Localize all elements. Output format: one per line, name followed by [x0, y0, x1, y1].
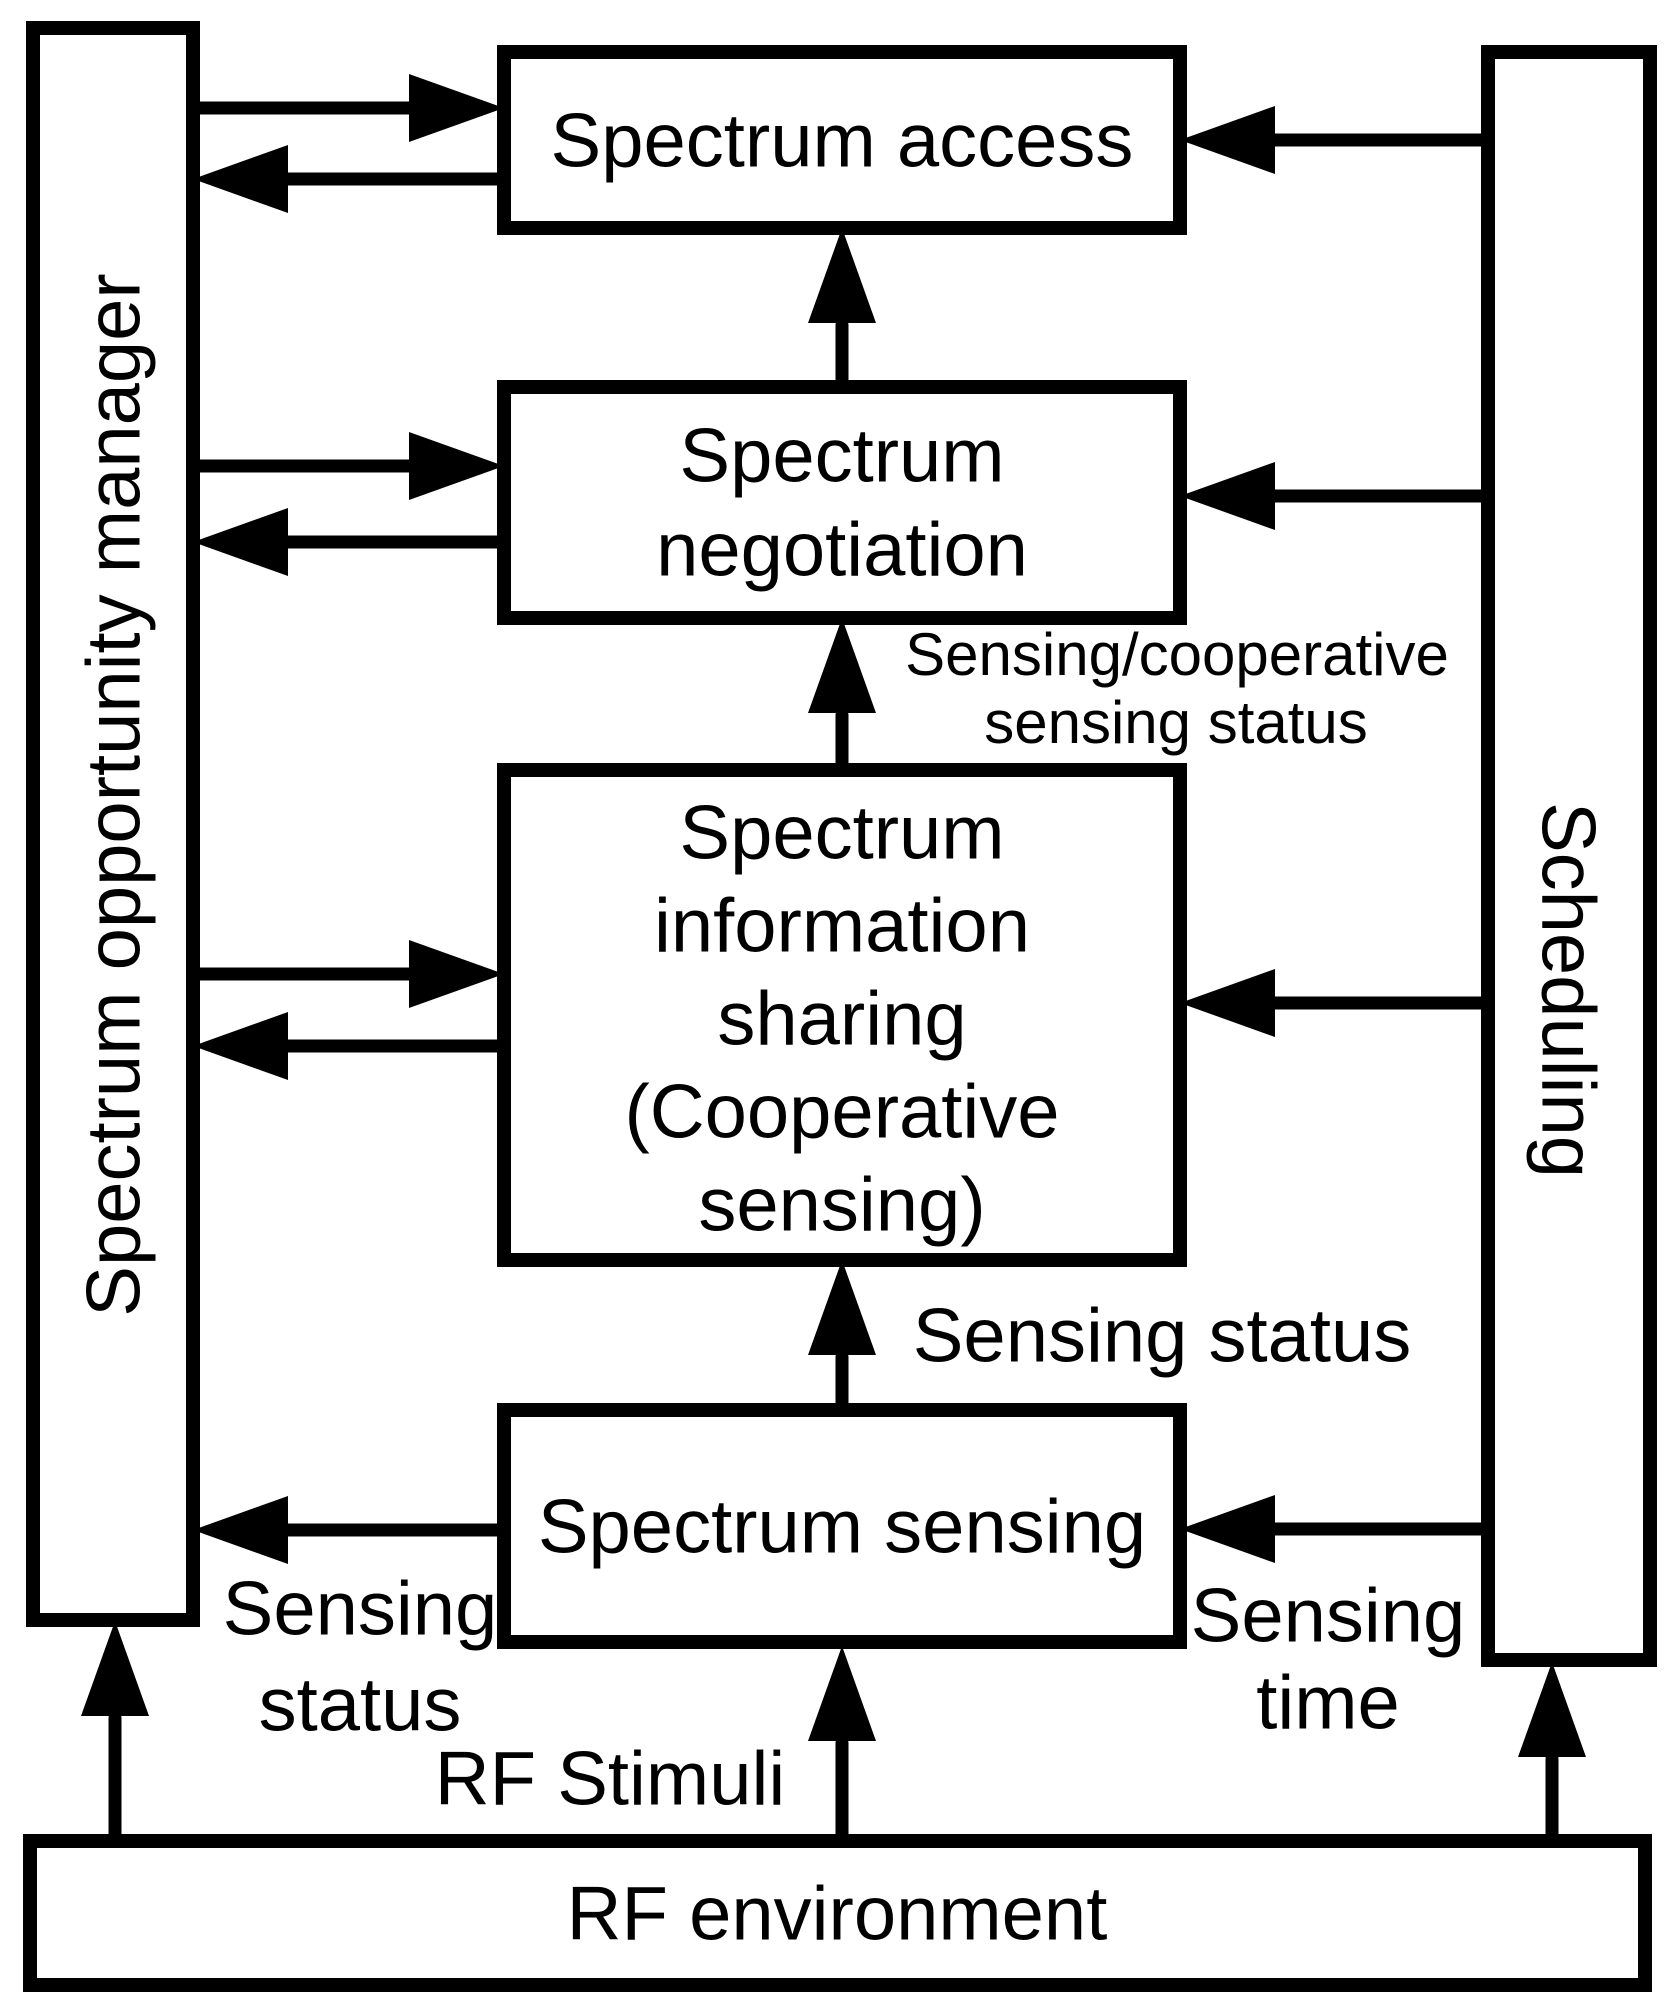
arrow-information-sharing-to-manager — [193, 1012, 511, 1080]
arrow-manager-to-information-sharing — [186, 940, 504, 1008]
arrow-rf-environment-to-sensing — [808, 1646, 876, 1848]
spectrum-sensing-rect — [497, 1403, 1187, 1649]
arrow-scheduling-to-information-sharing — [1180, 969, 1495, 1037]
arrow-scheduling-to-spectrum-negotiation — [1180, 462, 1495, 530]
spectrum-access-box: Spectrum access — [497, 45, 1187, 235]
spectrum-sensing-label: Spectrum sensing — [538, 1485, 1146, 1570]
information-sharing-label-line4: (Cooperative — [624, 1070, 1059, 1155]
spectrum-negotiation-label-line2: negotiation — [656, 508, 1028, 593]
sensing-time-line1: Sensing — [1191, 1574, 1466, 1659]
arrow-manager-to-spectrum-negotiation — [186, 432, 504, 500]
information-sharing-label-line1: Spectrum — [679, 791, 1004, 876]
information-sharing-label-line3: sharing — [717, 977, 966, 1062]
spectrum-information-sharing-box: Spectrum information sharing (Cooperativ… — [497, 763, 1187, 1267]
arrow-scheduling-to-spectrum-access — [1180, 106, 1495, 174]
sensing-cooperative-status-annotation: Sensing/cooperative sensing status — [905, 621, 1449, 756]
arrow-scheduling-to-spectrum-sensing — [1180, 1495, 1495, 1563]
information-sharing-label-line5: sensing) — [698, 1163, 985, 1248]
spectrum-negotiation-label-line1: Spectrum — [679, 414, 1004, 499]
spectrum-information-sharing-rect — [497, 763, 1187, 1267]
sensing-cooperative-status-line2: sensing status — [984, 689, 1368, 756]
rf-environment-box: RF environment — [23, 1834, 1652, 1992]
arrow-spectrum-negotiation-to-manager — [193, 508, 511, 576]
sensing-time-line2: time — [1256, 1661, 1400, 1746]
arrow-sensing-to-information-sharing — [808, 1260, 876, 1417]
arrow-negotiation-to-access — [808, 228, 876, 394]
rf-stimuli-annotation: RF Stimuli — [435, 1737, 785, 1822]
rf-environment-label: RF environment — [567, 1872, 1108, 1957]
arrow-rf-environment-to-manager — [81, 1621, 149, 1848]
arrow-spectrum-access-to-manager — [193, 145, 511, 213]
scheduling-label: Scheduling — [1525, 802, 1610, 1178]
spectrum-opportunity-manager-box: Spectrum opportunity manager — [26, 21, 200, 1627]
sensing-status-left-line2: status — [259, 1663, 462, 1748]
spectrum-sensing-box: Spectrum sensing — [497, 1403, 1187, 1649]
arrow-manager-to-spectrum-access — [186, 74, 504, 142]
sensing-status-left-line1: Sensing — [223, 1567, 498, 1652]
arrow-information-sharing-to-negotiation — [808, 618, 876, 777]
spectrum-access-label: Spectrum access — [551, 99, 1134, 184]
sensing-cooperative-status-line1: Sensing/cooperative — [905, 621, 1449, 688]
sensing-status-mid-annotation: Sensing status — [913, 1294, 1412, 1379]
spectrum-opportunity-manager-label: Spectrum opportunity manager — [72, 273, 157, 1316]
spectrum-opportunity-manager-rect — [26, 21, 200, 1627]
scheduling-rect — [1481, 45, 1657, 1667]
arrow-spectrum-sensing-to-manager — [193, 1496, 511, 1564]
arrow-rf-environment-to-scheduling — [1518, 1662, 1586, 1848]
sensing-status-left-annotation: Sensing status — [223, 1567, 498, 1748]
information-sharing-label-line2: information — [654, 884, 1030, 969]
scheduling-box: Scheduling — [1481, 45, 1657, 1667]
sensing-time-annotation: Sensing time — [1191, 1574, 1466, 1746]
spectrum-negotiation-box: Spectrum negotiation — [497, 380, 1187, 625]
